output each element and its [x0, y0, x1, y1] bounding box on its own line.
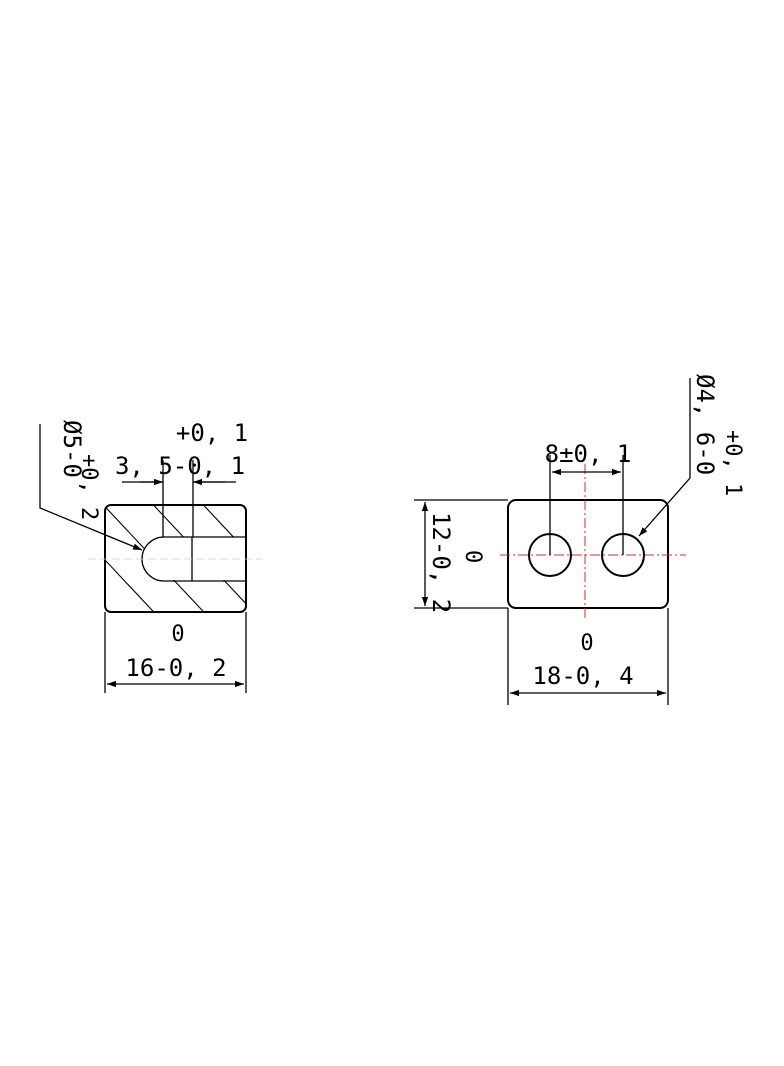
left-diameter-label: Ø5-0 — [58, 420, 86, 478]
right-part-outline — [507, 499, 669, 609]
right-width-tol-upper: 0 — [580, 631, 593, 656]
height-tol: 0 — [460, 550, 485, 563]
right-view: 8±0, 1 Ø4, 6-0 +0, 1 12-0, 2 0 0 18-0, 4 — [414, 374, 745, 705]
left-part-outline — [104, 504, 247, 613]
right-diameter-tol: +0, 1 — [720, 430, 745, 496]
left-slot-dimension: 3, 5-0, 1 — [115, 452, 245, 480]
spacing-dimension: 8±0, 1 — [545, 440, 632, 468]
left-diameter-tol: +0, 2 — [76, 454, 101, 520]
left-width-dimension: 16-0, 2 — [125, 654, 226, 682]
left-diameter-leader — [39, 424, 143, 551]
left-slot-tol-upper: +0, 1 — [176, 419, 248, 447]
left-view: 0 16-0, 2 +0, 1 3, 5-0, 1 Ø5-0 +0, 2 — [39, 419, 262, 693]
left-width-tol-upper: 0 — [171, 622, 184, 647]
right-diameter-label: Ø4, 6-0 — [691, 374, 719, 475]
section-hatching — [105, 505, 246, 612]
height-dimension: 12-0, 2 — [427, 512, 455, 613]
right-diameter-leader — [638, 378, 691, 537]
right-width-dimension: 18-0, 4 — [532, 662, 633, 690]
